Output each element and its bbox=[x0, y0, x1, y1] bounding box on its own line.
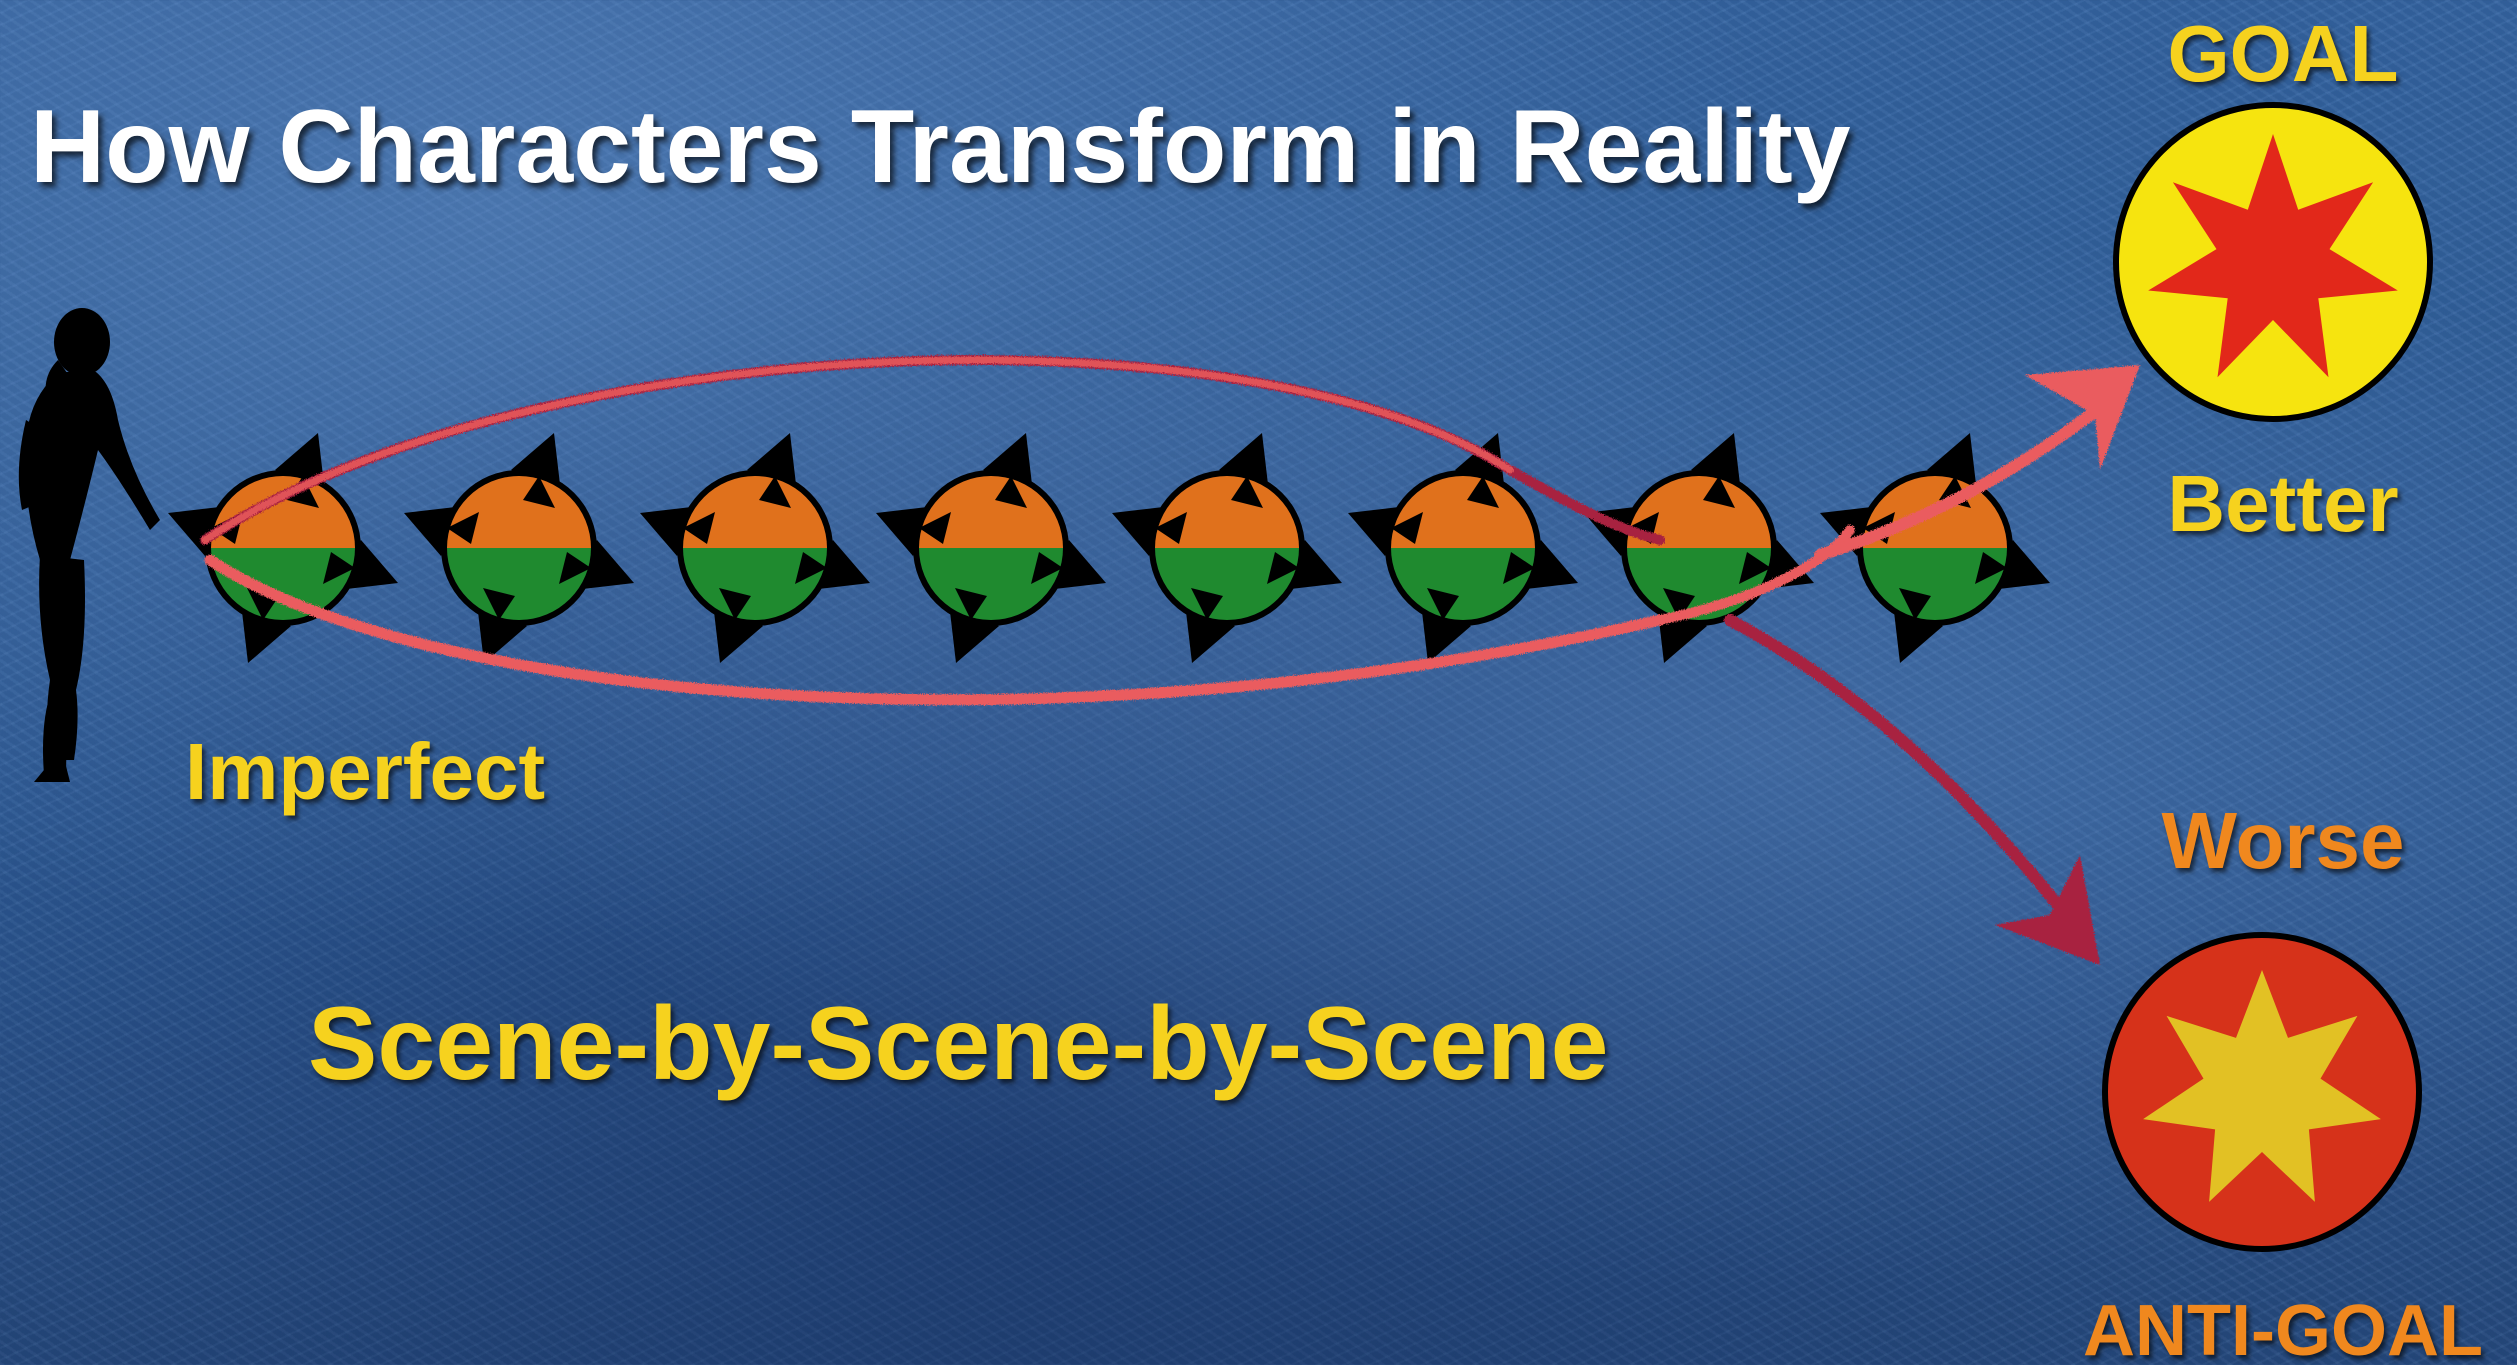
goal-label: GOAL bbox=[2167, 9, 2399, 98]
scene-cycle-icon bbox=[1348, 433, 1578, 663]
better-label: Better bbox=[2167, 459, 2399, 548]
scene-caption: Scene-by-Scene-by-Scene bbox=[308, 986, 1609, 1102]
transformation-loop bbox=[200, 355, 1855, 706]
page-title: How Characters Transform in Reality bbox=[30, 89, 1851, 205]
woman-silhouette-icon bbox=[18, 308, 160, 782]
goal-circle bbox=[2113, 102, 2433, 422]
imperfect-label: Imperfect bbox=[185, 727, 546, 816]
scene-cycle-icon bbox=[1112, 433, 1342, 663]
worse-label: Worse bbox=[2161, 796, 2405, 885]
scene-cycle-icon bbox=[404, 433, 634, 663]
scene-cycle-icon bbox=[640, 433, 870, 663]
anti-goal-star-icon bbox=[2143, 970, 2381, 1202]
goal-star-icon bbox=[2148, 134, 2398, 378]
arrow-to-anti-goal bbox=[1724, 614, 2100, 965]
anti-goal-circle bbox=[2102, 932, 2422, 1252]
scene-cycle-icon bbox=[876, 433, 1106, 663]
scene-row bbox=[168, 433, 2050, 663]
anti-goal-label: ANTI-GOAL bbox=[2083, 1291, 2483, 1365]
arrow-to-goal bbox=[1814, 365, 2140, 561]
